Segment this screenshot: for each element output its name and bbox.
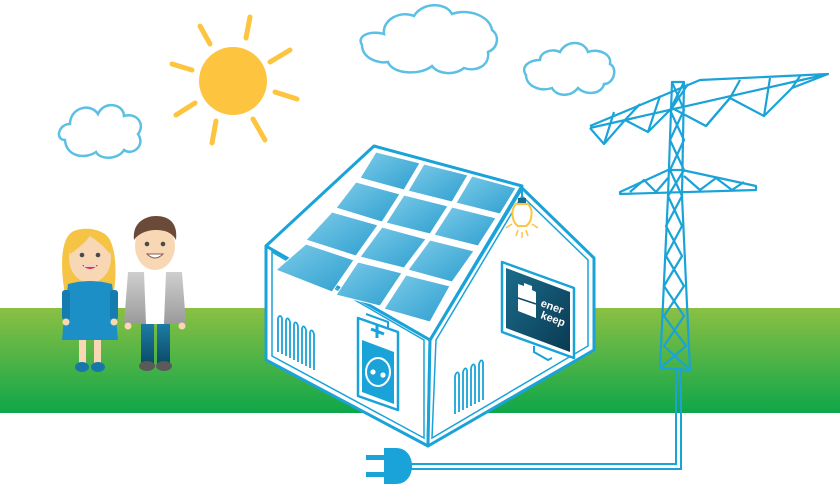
cloud-center-icon <box>359 4 499 75</box>
power-cable <box>410 370 682 470</box>
socket-icon <box>365 357 391 387</box>
wall-vents-right <box>454 359 484 414</box>
cloud-right-icon <box>523 41 616 96</box>
woman-figure <box>62 228 118 372</box>
plug-icon <box>366 448 412 484</box>
cloud-left-icon <box>57 104 143 159</box>
man-figure <box>124 216 186 371</box>
wall-vents-left <box>277 315 315 370</box>
power-pylon <box>589 72 830 372</box>
enerkeep-logo: ener keep <box>517 283 567 329</box>
house: ener keep <box>264 144 596 448</box>
battery-icon <box>356 313 400 412</box>
solar-panels <box>275 151 517 323</box>
sun-icon <box>169 14 300 146</box>
light-bulb-icon <box>505 186 539 238</box>
monitor: ener keep <box>500 260 576 362</box>
